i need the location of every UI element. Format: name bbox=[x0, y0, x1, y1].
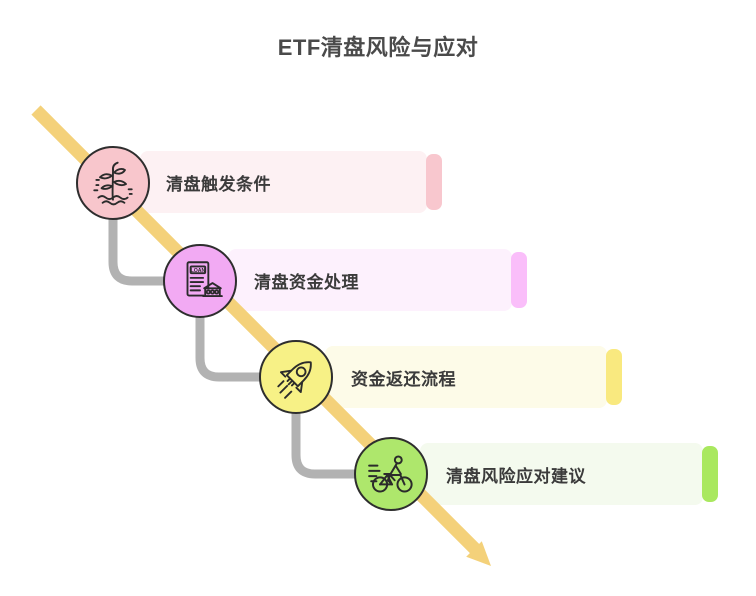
bar-end-cap bbox=[426, 154, 442, 210]
step-label-bar: 清盘资金处理 bbox=[228, 249, 527, 311]
connector-3-4 bbox=[291, 411, 357, 479]
bar-end-cap bbox=[702, 446, 718, 502]
bar-end-cap bbox=[511, 252, 527, 308]
loan-document-bank-icon: LOAN bbox=[186, 261, 223, 298]
step-label-bar: 清盘风险应对建议 bbox=[420, 443, 718, 505]
bar-end-cap bbox=[606, 349, 622, 405]
plant-sprout-icon bbox=[93, 161, 133, 206]
connector-1-2 bbox=[108, 216, 166, 286]
step-label: 清盘触发条件 bbox=[166, 174, 271, 194]
rocket-icon bbox=[277, 361, 312, 399]
step-label: 清盘风险应对建议 bbox=[446, 466, 586, 486]
step-circle: LOAN bbox=[163, 244, 237, 318]
connector-2-3 bbox=[195, 314, 262, 382]
step-label-bar: 清盘触发条件 bbox=[140, 151, 442, 213]
step-circle bbox=[76, 146, 150, 220]
step-label-bar: 资金返还流程 bbox=[325, 346, 622, 408]
cyclist-icon bbox=[368, 455, 413, 493]
step-circle bbox=[259, 340, 333, 414]
svg-text:LOAN: LOAN bbox=[191, 268, 206, 274]
step-label: 资金返还流程 bbox=[351, 369, 456, 389]
page-title: ETF清盘风险与应对 bbox=[277, 35, 479, 60]
step-label: 清盘资金处理 bbox=[254, 272, 359, 292]
step-circle bbox=[354, 437, 428, 511]
